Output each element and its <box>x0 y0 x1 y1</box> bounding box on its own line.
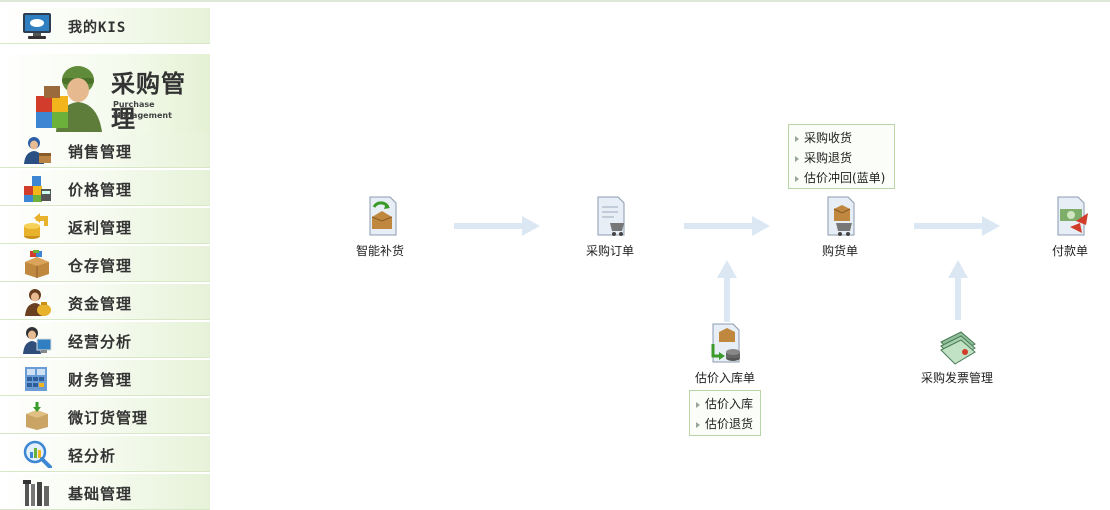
sidebar-item-funds[interactable]: 资金管理 <box>0 284 210 320</box>
sidebar-item-label: 价格管理 <box>68 181 133 199</box>
arrow-replenish-to-order <box>454 216 540 236</box>
node-label: 智能补货 <box>355 244 404 258</box>
sidebar-item-label: 我的KIS <box>68 20 127 36</box>
sidebar-item-label: 返利管理 <box>68 219 133 237</box>
price-blocks-icon <box>24 176 51 202</box>
arrow-order-to-invoice <box>684 216 770 236</box>
sidebar-item-finance[interactable]: 财务管理 <box>0 360 210 396</box>
estimate-inbound-icon <box>711 323 740 363</box>
active-section-title: 采购管理 <box>111 70 186 133</box>
estimate-submenu: 估价入库 估价退货 <box>689 390 761 436</box>
monitor-icon <box>23 13 51 39</box>
analysis-person-icon <box>23 327 52 354</box>
node-label: 估价入库单 <box>694 371 755 385</box>
node-purchase-invoice[interactable]: 购货单 <box>805 195 875 259</box>
arrow-estimate-up <box>717 260 737 322</box>
sidebar-item-label: 仓存管理 <box>68 257 133 275</box>
sidebar-item-rebate[interactable]: 返利管理 <box>0 208 210 244</box>
smart-replenish-icon <box>369 196 397 236</box>
micro-order-box-icon <box>26 402 48 430</box>
node-purchase-order[interactable]: 采购订单 <box>575 195 645 259</box>
node-label: 付款单 <box>1051 244 1088 258</box>
tools-icon <box>23 480 49 506</box>
sidebar-item-my-kis[interactable]: 我的KIS <box>0 8 210 44</box>
node-invoice-management[interactable]: 采购发票管理 <box>912 322 1002 386</box>
invoice-stack-icon <box>940 331 976 365</box>
sidebar-active-section[interactable]: 采购管理 Purchase Management <box>0 54 210 133</box>
sidebar-item-micro-order[interactable]: 微订货管理 <box>0 398 210 434</box>
menu-item-estimate-inbound[interactable]: 估价入库 <box>696 394 753 414</box>
menu-item-estimate-return[interactable]: 估价退货 <box>696 414 753 434</box>
sidebar-item-label: 财务管理 <box>68 371 133 389</box>
rebate-coins-icon <box>24 213 48 239</box>
sidebar-item-light-analysis[interactable]: 轻分析 <box>0 436 210 472</box>
warehouse-box-icon <box>25 250 49 278</box>
sidebar-item-inventory[interactable]: 仓存管理 <box>0 246 210 282</box>
top-border <box>0 0 1110 2</box>
arrow-invoice-to-payment <box>914 216 1000 236</box>
sales-person-icon <box>24 137 51 164</box>
node-label: 采购订单 <box>585 244 634 258</box>
sidebar-item-label: 经营分析 <box>68 333 133 351</box>
purchase-invoice-icon <box>827 196 855 236</box>
sidebar: 我的KIS 采购管理 Purchase Management 销售管理 <box>0 8 210 510</box>
invoice-submenu: 采购收货 采购退货 估价冲回(蓝单) <box>788 124 895 189</box>
sidebar-item-label: 销售管理 <box>68 143 133 161</box>
finance-calculator-icon <box>25 367 47 391</box>
menu-item-purchase-return[interactable]: 采购退货 <box>795 148 886 168</box>
arrow-invoice-mgmt-up <box>948 260 968 320</box>
node-estimate-inbound[interactable]: 估价入库单 <box>685 322 765 386</box>
sidebar-item-label: 微订货管理 <box>68 409 149 427</box>
node-payment[interactable]: 付款单 <box>1035 195 1105 259</box>
menu-item-estimate-reversal[interactable]: 估价冲回(蓝单) <box>795 168 886 188</box>
node-label: 采购发票管理 <box>920 371 993 385</box>
active-section-subtitle: Purchase Management <box>113 100 172 120</box>
sidebar-item-price[interactable]: 价格管理 <box>0 170 210 206</box>
purchase-person-icon <box>36 66 102 132</box>
sidebar-item-business-analysis[interactable]: 经营分析 <box>0 322 210 358</box>
purchase-order-icon <box>597 196 625 236</box>
payment-icon <box>1057 196 1088 236</box>
money-bag-icon <box>25 289 51 316</box>
sidebar-item-sales[interactable]: 销售管理 <box>0 132 210 168</box>
menu-item-purchase-receipt[interactable]: 采购收货 <box>795 128 886 148</box>
magnifier-chart-icon <box>23 440 52 468</box>
sidebar-item-label: 轻分析 <box>68 447 117 465</box>
node-smart-replenish[interactable]: 智能补货 <box>345 195 415 259</box>
sidebar-item-label: 基础管理 <box>68 485 133 503</box>
node-label: 购货单 <box>821 244 858 258</box>
sidebar-item-label: 资金管理 <box>68 295 133 313</box>
